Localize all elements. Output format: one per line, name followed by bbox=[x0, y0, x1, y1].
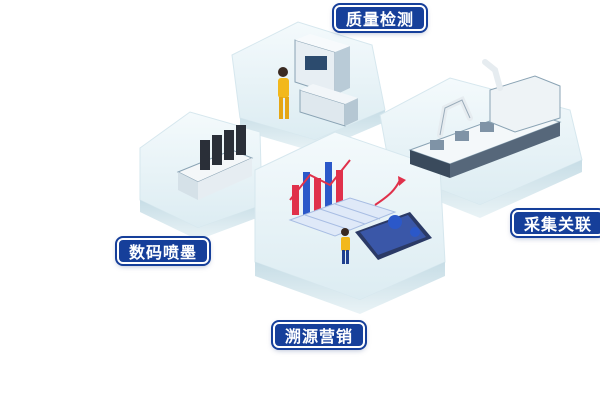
grid-floor bbox=[288, 197, 397, 237]
inkjet-printer bbox=[176, 125, 254, 200]
robot-arm bbox=[437, 59, 503, 138]
smartphone-graphic bbox=[355, 212, 432, 260]
worker-inspection bbox=[278, 67, 289, 119]
worker-traceability bbox=[341, 228, 350, 264]
label-collection-association: 采集关联 bbox=[512, 210, 600, 236]
label-quality-inspection: 质量检测 bbox=[334, 5, 427, 31]
bar-chart-graphic bbox=[289, 159, 351, 216]
conveyor-line bbox=[408, 75, 562, 178]
flow-arrows bbox=[374, 176, 406, 206]
inspection-machine bbox=[294, 34, 358, 127]
label-digital-inkjet: 数码喷墨 bbox=[117, 238, 210, 264]
label-traceability-marketing: 溯源营销 bbox=[273, 322, 366, 348]
